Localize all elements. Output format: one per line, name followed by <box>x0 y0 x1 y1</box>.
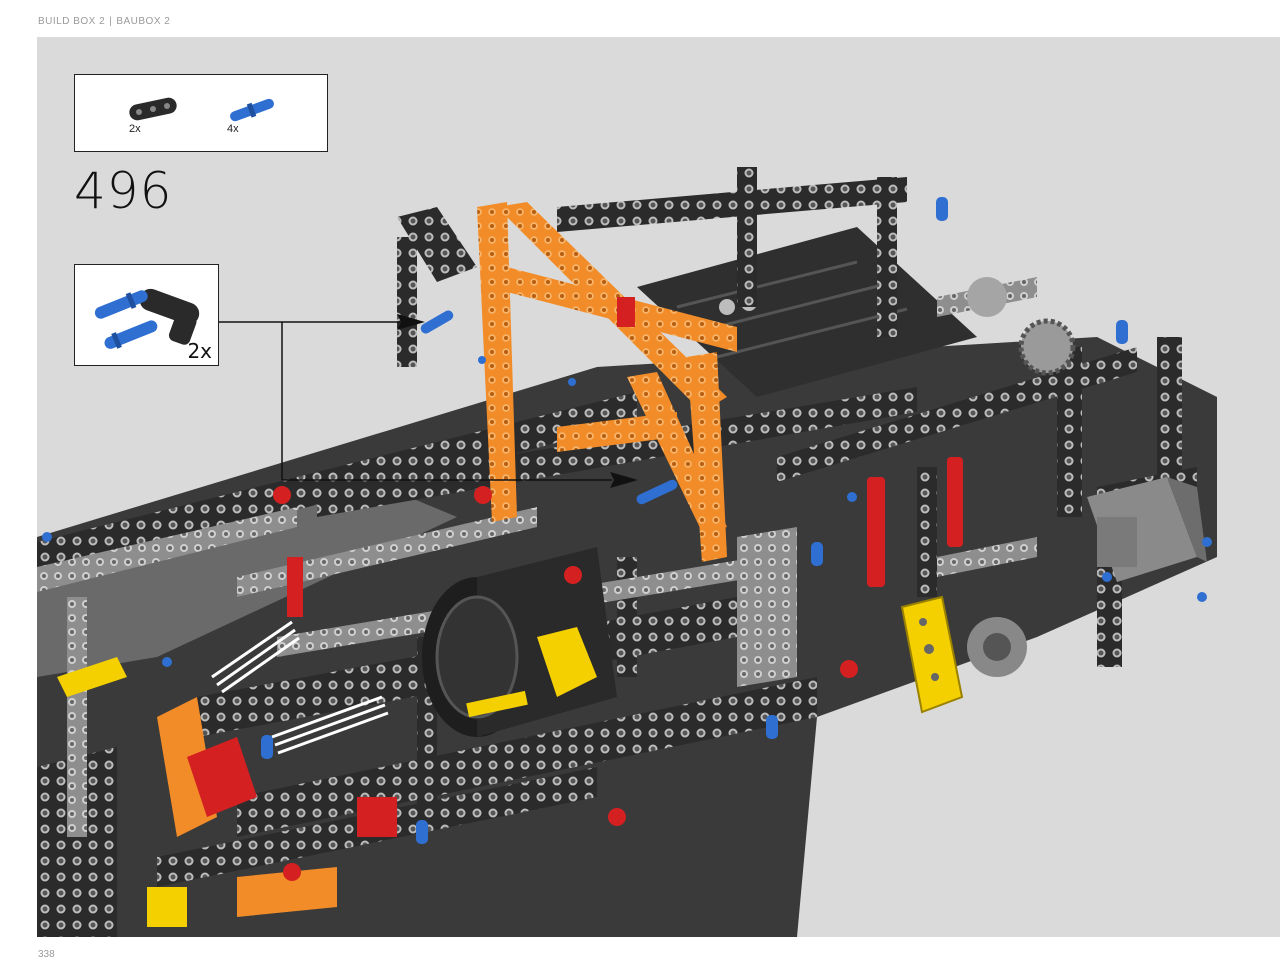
blue-pin-icon <box>230 98 274 122</box>
black-liftarm-icon <box>129 97 177 121</box>
parts-list-box: 2x 4x <box>74 74 328 152</box>
sub-assembly-quantity: 2x <box>187 339 212 363</box>
gear-assembly <box>967 277 1076 677</box>
sub-assembly-box: 2x <box>74 264 219 366</box>
red-parts <box>187 297 963 881</box>
part-quantity: 2x <box>129 123 141 135</box>
sub-assembly-icon <box>94 288 200 349</box>
part-item-blue-pin: 4x <box>225 95 279 135</box>
header-separator: | <box>109 16 113 27</box>
part-item-black-beam: 2x <box>127 95 181 135</box>
page-header: BUILD BOX 2|BAUBOX 2 <box>38 16 170 27</box>
header-book-en: BUILD BOX 2 <box>38 16 106 27</box>
instruction-illustration <box>37 37 1280 937</box>
grey-beams <box>37 277 1037 837</box>
step-number: 496 <box>74 162 173 220</box>
yellow-parts <box>57 595 964 927</box>
blue-pins <box>42 197 1212 844</box>
grey-motor-box <box>1087 477 1207 582</box>
header-book-de: BAUBOX 2 <box>116 16 171 27</box>
part-quantity: 4x <box>227 123 239 135</box>
page-number: 338 <box>38 949 55 960</box>
rubber-bands <box>211 620 389 755</box>
model-render <box>37 167 1217 937</box>
